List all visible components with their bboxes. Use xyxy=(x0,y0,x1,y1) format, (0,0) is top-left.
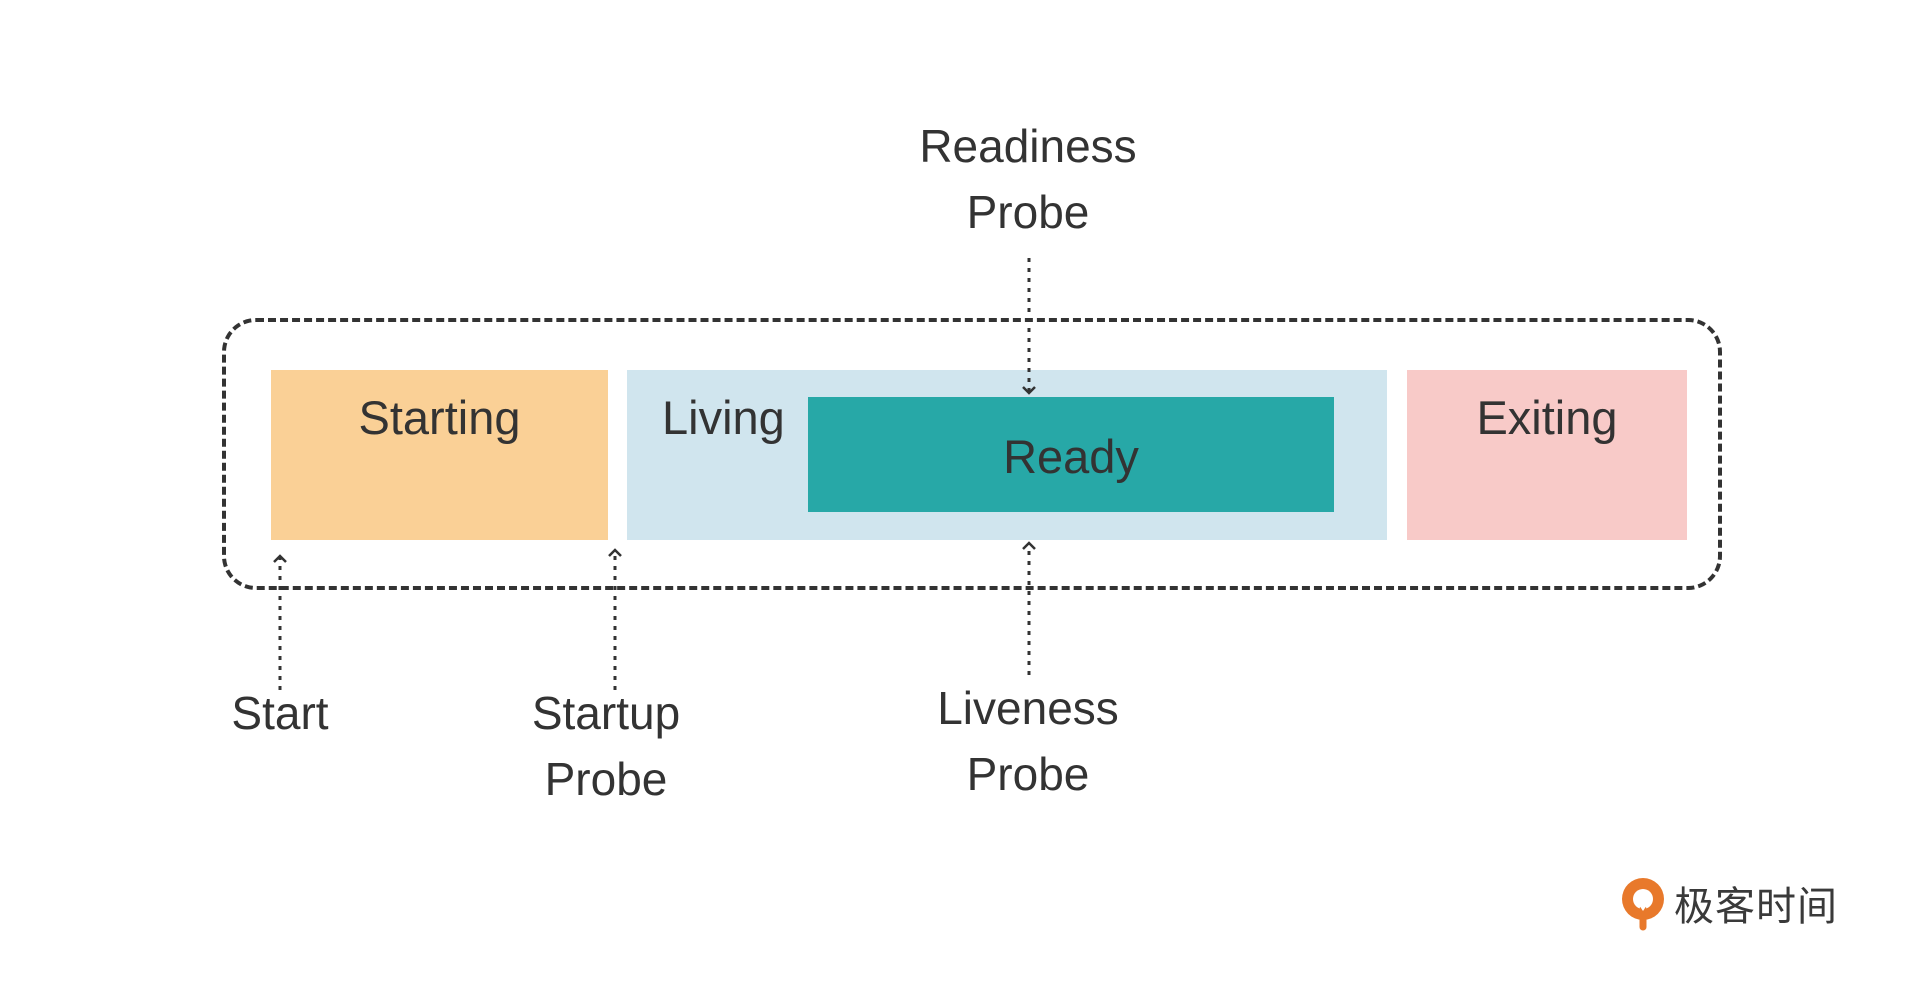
startup-probe-line-2: Probe xyxy=(544,753,668,805)
liveness-probe-label: Liveness Probe xyxy=(868,675,1188,807)
pod-lifecycle-container xyxy=(222,318,1722,590)
exiting-stage-box xyxy=(1407,370,1687,540)
liveness-probe-line-1: Liveness xyxy=(937,682,1119,734)
readiness-probe-label: Readiness Probe xyxy=(868,113,1188,245)
liveness-probe-line-2: Probe xyxy=(966,748,1090,800)
readiness-probe-line-2: Probe xyxy=(966,186,1090,238)
start-label: Start xyxy=(231,687,329,739)
ready-label: Ready xyxy=(1003,430,1139,483)
startup-probe-line-1: Startup xyxy=(531,687,681,739)
brand-name: 极客时间 xyxy=(1674,884,1838,930)
exiting-label: Exiting xyxy=(1476,391,1618,444)
starting-stage-box xyxy=(271,370,608,540)
startup-probe-label: Startup Probe xyxy=(456,680,756,812)
brand-logo: 极客时间 xyxy=(1618,874,1838,932)
living-label: Living xyxy=(662,391,785,444)
starting-label: Starting xyxy=(358,391,521,444)
ready-stage-box xyxy=(808,397,1334,512)
geektime-logo-icon xyxy=(1622,878,1664,931)
readiness-probe-line-1: Readiness xyxy=(919,120,1137,172)
